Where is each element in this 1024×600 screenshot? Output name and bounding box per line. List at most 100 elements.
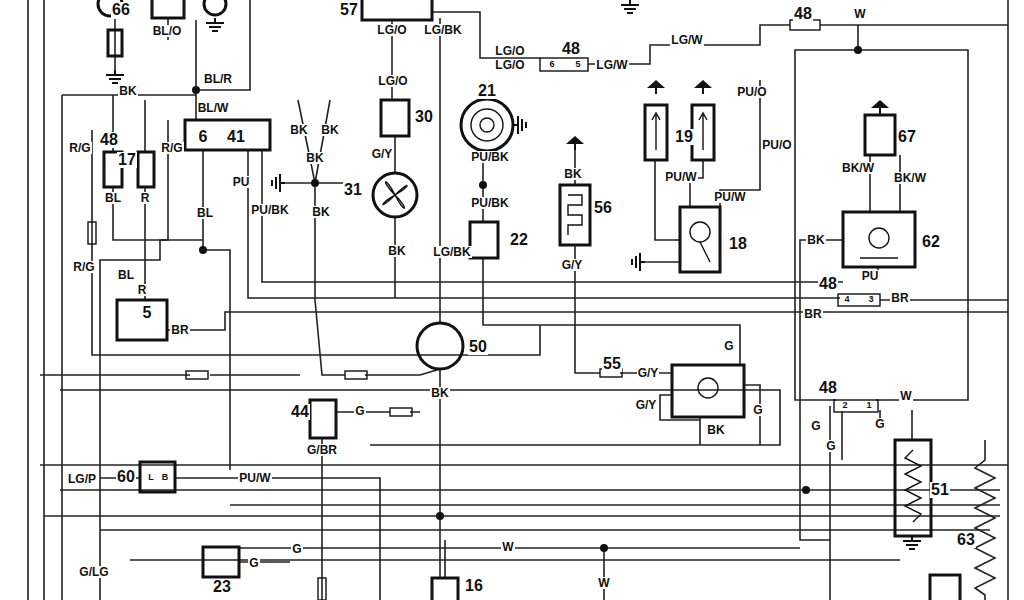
wire-color-label: G/Y [371,148,394,161]
wire-color-label: BL [104,192,122,205]
callout-number: 56 [593,200,613,217]
callout-number: 31 [343,182,363,199]
junction-dots [802,486,810,494]
wire-color-label: W [597,577,610,590]
wire-color-label: BK/W [893,172,927,185]
components [373,173,417,217]
wires [321,580,323,600]
components [930,575,960,600]
inline-fuses [318,578,326,600]
inline-fuses [88,222,622,600]
components [652,113,707,150]
callout-number: 21 [477,83,497,100]
junction-dots [854,46,862,54]
wire-color-label: BK [430,387,449,400]
wires [100,529,990,531]
wires [167,312,1008,330]
inline-fuses [345,371,367,379]
callout-number: 51 [930,482,950,499]
ground-symbols [272,174,285,192]
wire-color-label: PU/BK [250,204,289,217]
wire-color-label: BL [196,207,214,220]
wires [800,240,843,540]
wires [114,18,116,70]
components [152,0,184,18]
wire-color-label: BK [311,206,330,219]
callout-number: 57 [339,2,359,19]
ground-symbols [632,253,645,271]
feed-symbols [566,136,584,150]
components [461,99,513,151]
wires [44,515,1000,517]
wire-color-label: G [752,404,763,417]
junction-dots [199,246,207,254]
ground-symbols [106,0,921,549]
wire-color-label: G/Y [637,367,660,380]
wire-color-label: BK [387,245,406,258]
pin-number: 4 [843,295,850,304]
wire-color-label: R/G [160,142,183,155]
wire-color-label: PU [861,270,880,283]
pin-number: B [161,473,170,482]
junction-dots [311,179,319,187]
wires [239,540,604,600]
wires [60,489,1000,491]
callout-number: 48 [793,6,813,23]
wire-color-label: BK [320,124,339,137]
ground-symbols [272,174,285,192]
wires [830,406,912,600]
wire-color-label: BR [890,292,909,305]
pin-number: 6 [548,60,555,69]
ground-symbols [621,0,639,13]
wire-color-label: BL/W [197,102,230,115]
ground-symbols [206,18,224,31]
wires [130,559,900,561]
wire-color-label: G/Y [635,399,658,412]
components [568,195,582,235]
components [905,450,921,522]
wire-color-label: PU/W [664,171,697,184]
pin-number: L [147,473,155,482]
components [383,182,407,208]
wire-color-label: LG/BK [432,246,471,259]
components [843,212,915,267]
callout-number: 19 [674,129,694,146]
callout-number: 50 [468,339,488,356]
wire-color-label: PU/W [238,472,271,485]
junction-dots [600,544,608,552]
components [860,257,898,258]
frame-wires [28,0,1008,600]
wire-color-label: W [853,8,866,21]
wire-color-label: PU/O [736,86,767,99]
feed-symbols [566,80,889,150]
feed-symbols [694,80,712,94]
wire-color-label: BK [806,234,825,247]
feed-symbols [871,100,889,114]
callout-number: 60 [116,469,136,486]
components [310,400,336,438]
wires [645,261,680,263]
components [108,30,122,56]
components [480,118,494,132]
wires [40,374,300,376]
inline-fuses [88,222,96,244]
wire-color-label: BR [170,324,189,337]
callout-number: 48 [818,380,838,397]
callout-number: 41 [226,129,246,146]
callout-number: 48 [561,41,581,58]
wire-color-label: BK [118,85,137,98]
wires [439,18,441,578]
wire-color-label: BL [117,269,135,282]
components [698,378,718,398]
wires [113,95,203,240]
wire-color-label: BK [305,152,324,165]
frame-wires [28,0,1008,600]
pin-number: 5 [574,60,581,69]
wires [820,24,1008,26]
callout-number: 6 [198,129,209,146]
pin-number: 1 [865,401,872,410]
pin-number: 3 [867,295,874,304]
wire-color-label: LG/W [595,59,628,72]
junction-dots [436,512,444,520]
